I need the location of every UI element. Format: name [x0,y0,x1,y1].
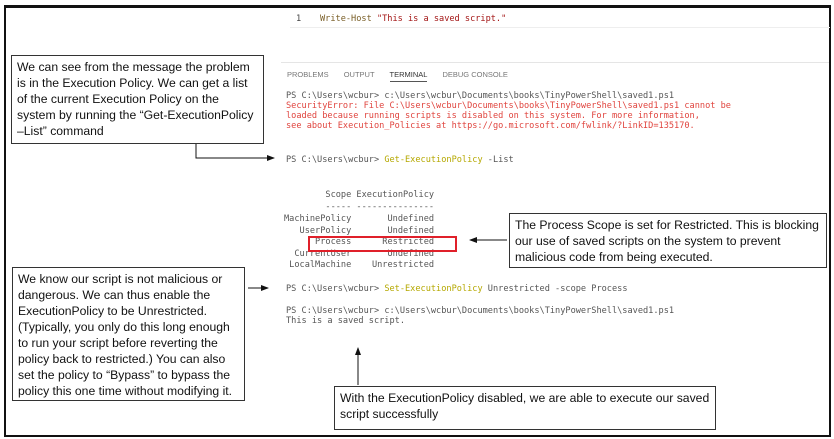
terminal-line-cmd4: PS C:\Users\wcbur> c:\Users\wcbur\Docume… [286,306,674,316]
terminal-line-cmd3: PS C:\Users\wcbur> Set-ExecutionPolicy U… [286,284,628,294]
tab-debug-console[interactable]: DEBUG CONSOLE [442,70,508,79]
outer-frame [4,5,831,437]
table-row: CurrentUser Undefined [284,249,435,259]
terminal-line-cmd2: PS C:\Users\wcbur> Get-ExecutionPolicy -… [286,155,514,165]
error-line: SecurityError: File C:\Users\wcbur\Docum… [286,101,731,111]
prompt: PS C:\Users\wcbur> [286,155,385,165]
prompt: PS C:\Users\wcbur> [286,284,385,294]
cmdlet: Set-ExecutionPolicy [384,284,483,294]
error-line: see about Execution_Policies at https://… [286,121,695,131]
panel-tabs: PROBLEMS OUTPUT TERMINAL DEBUG CONSOLE [287,70,508,82]
line-number: 1 [296,14,302,24]
note-bottom-left: We know our script is not malicious or d… [12,267,245,401]
note-right: The Process Scope is set for Restricted.… [509,213,827,268]
command-args: -List [482,155,514,165]
code-cmdlet: Write-Host [320,14,372,24]
tab-terminal[interactable]: TERMINAL [389,70,428,82]
editor-line [290,13,830,28]
script-output: This is a saved script. [286,316,405,326]
tab-output[interactable]: OUTPUT [343,70,375,79]
command-args: Unrestricted -scope Process [482,284,628,294]
arrow-to-get-policy [195,144,275,161]
code-string: "This is a saved script." [376,14,507,24]
note-bottom: With the ExecutionPolicy disabled, we ar… [334,386,716,430]
panel-separator [281,62,829,63]
process-highlight-box [308,236,457,252]
table-row: Process Restricted [284,237,435,247]
code-text: Write-Host "This is a saved script." [320,14,506,24]
table-row: UserPolicy Undefined [284,226,435,236]
table-dashes: ----- --------------- [284,202,435,212]
cmdlet: Get-ExecutionPolicy [384,155,483,165]
table-row: MachinePolicy Undefined [284,214,435,224]
tab-problems[interactable]: PROBLEMS [287,70,329,79]
table-row: LocalMachine Unrestricted [284,260,435,270]
table-header: Scope ExecutionPolicy [284,190,435,200]
prompt: PS C:\Users\wcbur> [286,91,385,101]
command: c:\Users\wcbur\Documents\books\TinyPower… [384,306,675,316]
prompt: PS C:\Users\wcbur> [286,306,385,316]
note-top-left: We can see from the message the problem … [11,55,264,144]
error-line: loaded because running scripts is disabl… [286,111,700,121]
command: c:\Users\wcbur\Documents\books\TinyPower… [384,91,675,101]
terminal-line-cmd1: PS C:\Users\wcbur> c:\Users\wcbur\Docume… [286,91,674,101]
